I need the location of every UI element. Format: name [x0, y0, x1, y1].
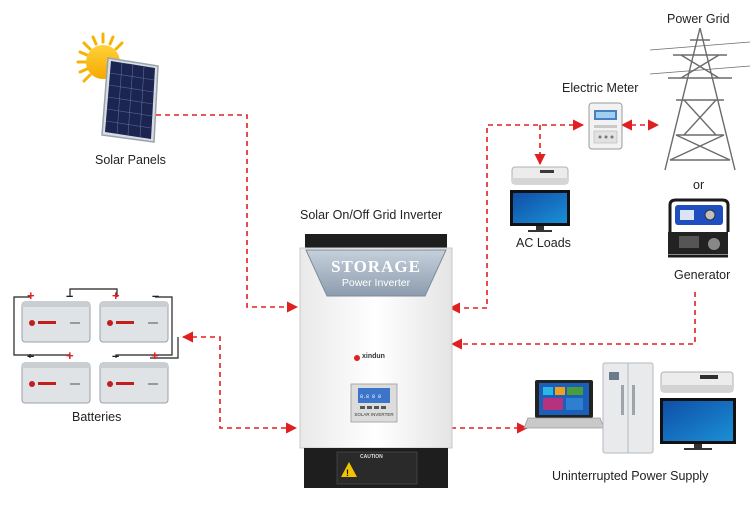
label-inverter-title: Solar On/Off Grid Inverter	[300, 208, 443, 222]
generator-icon	[668, 198, 730, 258]
connectors	[156, 114, 696, 434]
inverter-panel-caption: SOLAR INVERTER	[354, 412, 394, 417]
battery-bank: + – + – – + – +	[13, 288, 179, 404]
electric-meter-icon	[588, 102, 623, 150]
battery-icon	[99, 362, 169, 404]
battery-plus-mark: +	[27, 288, 35, 303]
battery-plus-mark: +	[112, 288, 120, 303]
connector-meter-to-inverter	[448, 119, 585, 314]
tv-icon	[660, 398, 736, 450]
fridge-icon	[602, 362, 654, 454]
label-or: or	[693, 178, 705, 192]
tv-icon	[510, 190, 570, 232]
battery-minus-mark: –	[27, 348, 34, 363]
battery-icon	[21, 362, 91, 404]
inverter-unit: ! 8.8 8 8	[299, 234, 453, 488]
label-ups: Uninterrupted Power Supply	[552, 469, 709, 483]
inverter-brand-line1: STORAGE	[331, 257, 421, 276]
connector-solar-to-inverter	[156, 114, 299, 313]
logo-mark-icon	[354, 355, 360, 361]
label-power-grid: Power Grid	[667, 12, 730, 26]
battery-icon	[99, 301, 169, 343]
connector-generator-to-inverter	[450, 292, 696, 350]
inverter-button[interactable]	[360, 406, 365, 409]
battery-minus-mark: –	[152, 288, 159, 303]
label-solar-panels: Solar Panels	[95, 153, 166, 167]
laptop-icon	[523, 380, 605, 429]
inverter-button[interactable]	[374, 406, 379, 409]
inverter-lcd-screen	[358, 388, 390, 403]
battery-minus-mark: –	[66, 288, 73, 303]
battery-wiring	[13, 288, 179, 359]
battery-plus-mark: +	[66, 348, 74, 363]
air-conditioner-icon	[660, 371, 734, 393]
battery-icon	[21, 301, 91, 343]
svg-text:!: !	[346, 468, 349, 478]
inverter-logo-text: xindun	[362, 353, 385, 360]
label-electric-meter: Electric Meter	[562, 81, 639, 95]
air-conditioner-icon	[511, 166, 569, 185]
battery-plus-mark: +	[151, 348, 159, 363]
svg-text:8.8 8 8: 8.8 8 8	[360, 394, 381, 400]
inverter-button[interactable]	[381, 406, 386, 409]
power-tower-icon	[649, 27, 750, 171]
inverter-caution-text: CAUTION	[360, 454, 383, 460]
inverter-button[interactable]	[367, 406, 372, 409]
connector-battery-to-inverter	[181, 331, 298, 434]
battery-minus-mark: –	[112, 348, 119, 363]
label-generator: Generator	[674, 268, 731, 282]
solar-panel-icon	[101, 57, 159, 143]
inverter-badge	[305, 249, 447, 297]
label-batteries: Batteries	[72, 410, 122, 424]
inverter-brand-line2: Power Inverter	[341, 277, 411, 289]
label-ac-loads: AC Loads	[516, 236, 571, 250]
